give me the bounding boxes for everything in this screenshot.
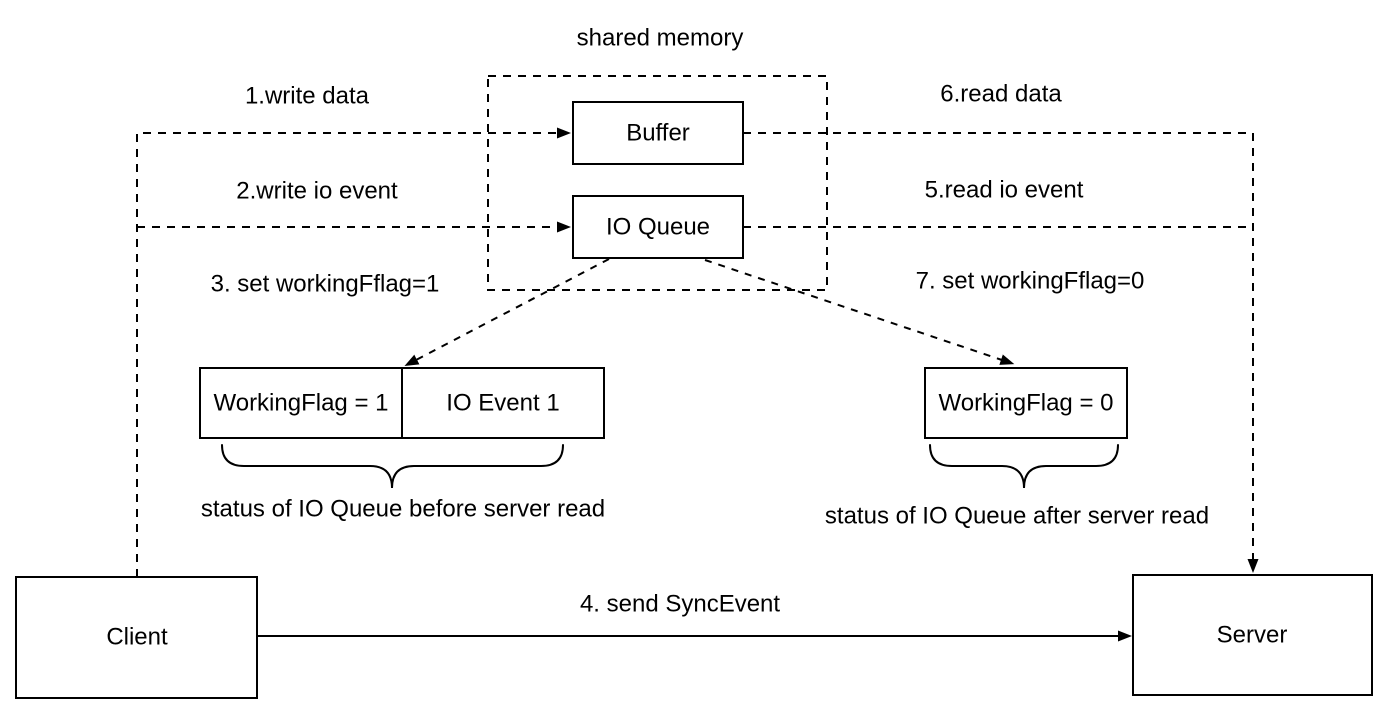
edge-label-set-working-flag-1: 3. set workingFflag=1 (211, 271, 440, 298)
edge-set-working-flag-1 (404, 258, 610, 367)
io-queue-label: IO Queue (606, 214, 710, 241)
io-event-1-label: IO Event 1 (446, 390, 559, 417)
brace-before (221, 444, 564, 489)
shared-memory-container (487, 75, 828, 291)
client-label: Client (106, 624, 168, 651)
edge-label-read-io-event: 5.read io event (925, 177, 1084, 204)
working-flag-0-label: WorkingFlag = 0 (939, 390, 1114, 417)
shared-memory-title: shared memory (577, 25, 744, 52)
client-box (15, 576, 258, 699)
status-after-box (924, 367, 1128, 439)
edge-read-data (743, 132, 1259, 573)
working-flag-1-label: WorkingFlag = 1 (214, 390, 389, 417)
caption-after-read: status of IO Queue after server read (825, 503, 1209, 530)
edge-label-read-data: 6.read data (940, 81, 1062, 108)
server-label: Server (1217, 622, 1288, 649)
server-box (1132, 574, 1373, 696)
edge-label-send-sync-event: 4. send SyncEvent (580, 591, 780, 618)
edge-label-write-data: 1.write data (245, 83, 370, 110)
io-queue-box (572, 195, 744, 259)
edge-label-set-working-flag-0: 7. set workingFflag=0 (916, 268, 1145, 295)
caption-before-read: status of IO Queue before server read (201, 496, 605, 523)
edge-write-data (136, 127, 571, 577)
buffer-label: Buffer (626, 120, 690, 147)
edge-label-write-io-event: 2.write io event (236, 178, 398, 205)
edge-set-working-flag-0 (704, 259, 1015, 365)
brace-after (929, 444, 1119, 489)
buffer-box (572, 101, 744, 165)
